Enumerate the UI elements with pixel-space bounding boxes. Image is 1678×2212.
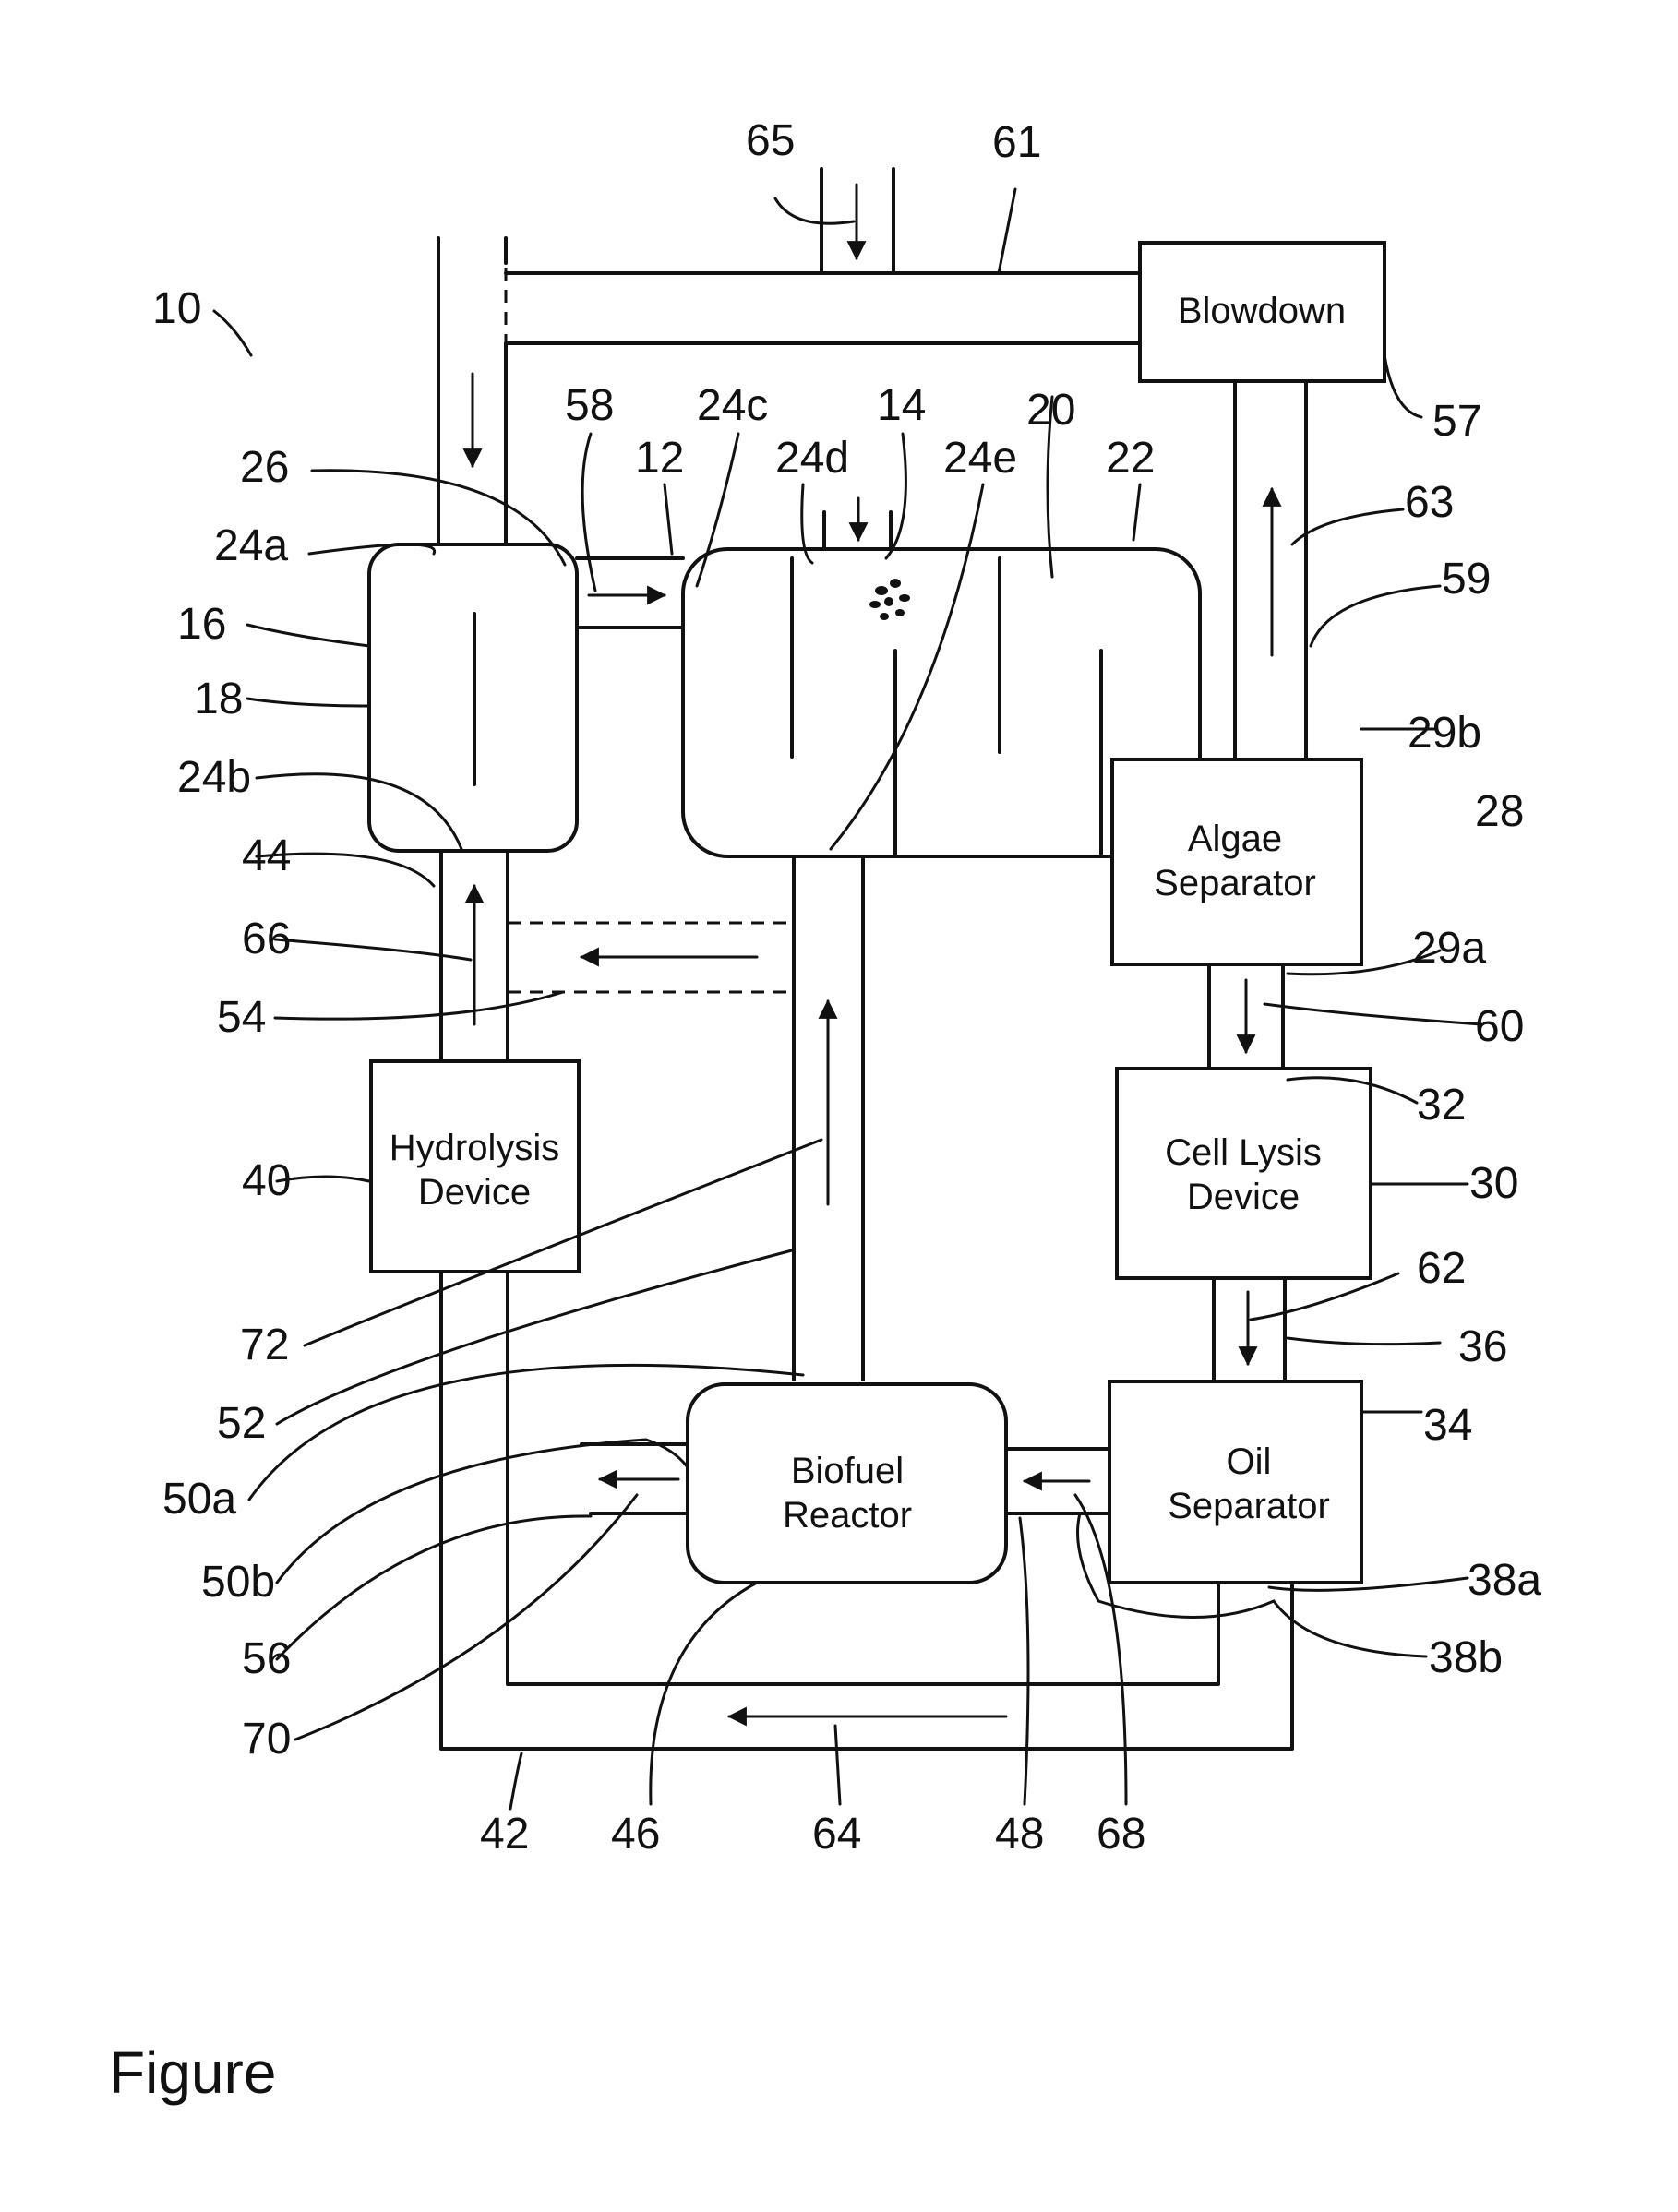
ref-28: 28	[1475, 787, 1524, 836]
ref-24c: 24c	[697, 381, 768, 430]
ref-70: 70	[242, 1715, 291, 1764]
cell-lysis-box	[1117, 1069, 1371, 1278]
ref-58: 58	[565, 381, 614, 430]
cell-lysis-label-1: Cell Lysis	[1165, 1132, 1322, 1173]
ref-40: 40	[242, 1156, 291, 1205]
ref-59: 59	[1442, 555, 1491, 604]
cell-lysis-label-2: Device	[1187, 1177, 1300, 1217]
ref-62: 62	[1417, 1244, 1466, 1293]
ref-65: 65	[746, 116, 795, 165]
ref-24d: 24d	[775, 434, 849, 483]
ref-36: 36	[1458, 1322, 1507, 1371]
ref-10: 10	[152, 284, 201, 333]
ref-14: 14	[877, 381, 926, 430]
ref-48: 48	[995, 1810, 1044, 1859]
biofuel-reactor-label-1: Biofuel	[791, 1451, 904, 1491]
ref-72: 72	[240, 1321, 289, 1369]
hydrolysis-label-2: Device	[418, 1172, 531, 1213]
ref-61: 61	[992, 118, 1041, 167]
ref-64: 64	[812, 1810, 861, 1859]
ref-24e: 24e	[943, 434, 1017, 483]
ref-24a: 24a	[214, 521, 288, 570]
ref-22: 22	[1106, 434, 1155, 483]
ref-63: 63	[1405, 478, 1454, 527]
oil-separator-box	[1109, 1381, 1361, 1583]
hydrolysis-label-1: Hydrolysis	[390, 1128, 559, 1168]
algae-separator-label-2: Separator	[1154, 863, 1316, 903]
ref-68: 68	[1097, 1810, 1145, 1859]
ref-38a: 38a	[1468, 1556, 1541, 1605]
blowdown-label: Blowdown	[1178, 291, 1346, 331]
figure-caption: Figure	[109, 2039, 276, 2106]
ref-16: 16	[177, 600, 226, 649]
ref-66: 66	[242, 915, 291, 963]
ref-24b: 24b	[177, 753, 251, 802]
ref-34: 34	[1423, 1401, 1472, 1450]
ref-54: 54	[217, 993, 266, 1042]
ref-12: 12	[635, 434, 684, 483]
ref-26: 26	[240, 443, 289, 492]
ref-30: 30	[1469, 1159, 1518, 1208]
ref-32: 32	[1417, 1081, 1466, 1130]
ref-38b: 38b	[1429, 1633, 1503, 1682]
ref-44: 44	[242, 831, 291, 880]
ref-50b: 50b	[201, 1558, 275, 1607]
ref-60: 60	[1475, 1002, 1524, 1051]
biofuel-reactor-label-2: Reactor	[783, 1495, 912, 1536]
ref-29a: 29a	[1412, 924, 1486, 973]
ref-29b: 29b	[1408, 709, 1481, 758]
algae-separator-box	[1112, 759, 1361, 964]
ref-46: 46	[611, 1810, 660, 1859]
ref-52: 52	[217, 1399, 266, 1448]
algae-separator-label-1: Algae	[1188, 819, 1282, 859]
ref-42: 42	[480, 1810, 529, 1859]
ref-18: 18	[194, 675, 243, 723]
oil-separator-label-1: Oil	[1227, 1441, 1272, 1482]
ref-56: 56	[242, 1634, 291, 1683]
ref-20: 20	[1026, 386, 1075, 435]
ref-57: 57	[1432, 397, 1481, 446]
ref-50a: 50a	[162, 1475, 236, 1524]
oil-separator-label-2: Separator	[1168, 1486, 1330, 1526]
